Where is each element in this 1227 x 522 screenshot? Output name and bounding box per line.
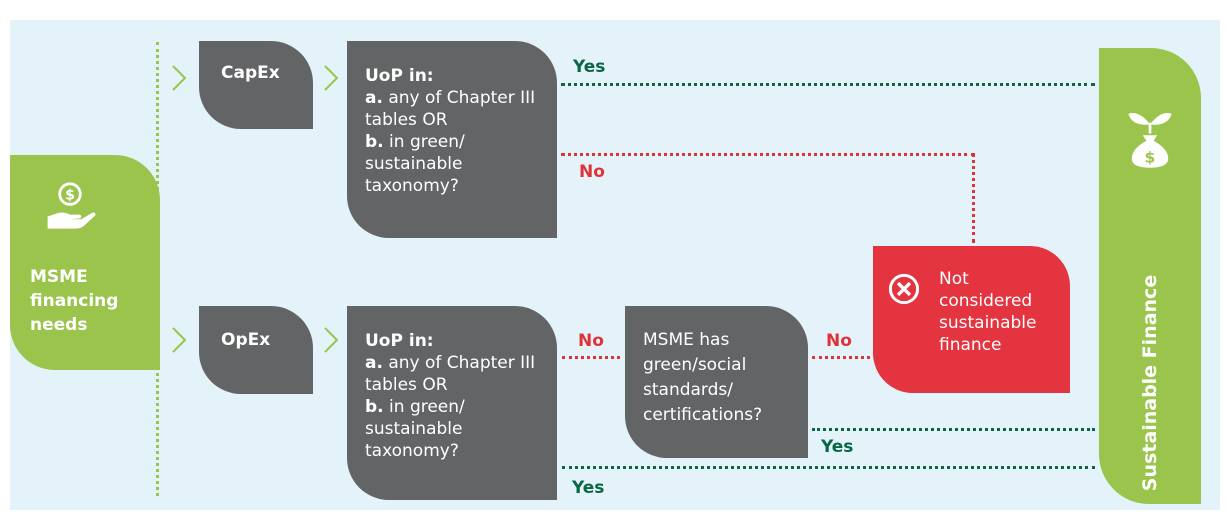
uop-question-box-opex: UoP in: a. any of Chapter III tables OR … <box>347 306 557 500</box>
yes-label: Yes <box>572 478 605 498</box>
uop-b-prefix: b. <box>365 397 384 417</box>
standards-question-box: MSME has green/social standards/ certifi… <box>625 306 808 458</box>
connector-line <box>562 466 1095 469</box>
no-label: No <box>826 331 852 351</box>
uop-b-text: in green/ sustainable taxonomy? <box>365 132 465 196</box>
svg-text:$: $ <box>65 188 75 204</box>
uop-a-text: any of Chapter III tables OR <box>365 88 536 130</box>
chevron-right-icon <box>324 65 339 91</box>
chevron-right-icon <box>172 327 187 353</box>
svg-text:$: $ <box>1145 148 1156 166</box>
start-label: MSME financing needs <box>30 267 119 335</box>
uop-a-prefix: a. <box>365 88 383 108</box>
connector-line <box>812 356 870 359</box>
uop-title: UoP in: <box>365 66 434 86</box>
chevron-right-icon <box>324 327 339 353</box>
no-label: No <box>578 331 604 351</box>
sustainable-finance-label: Sustainable Finance <box>1139 274 1161 492</box>
not-sustainable-box: Not considered sustainable finance <box>873 246 1070 393</box>
no-label: No <box>579 162 605 182</box>
connector-line <box>561 83 1095 86</box>
dollar-in-hand-icon: $ <box>47 182 96 229</box>
yes-label: Yes <box>573 57 606 77</box>
uop-title: UoP in: <box>365 331 434 351</box>
chevron-right-icon <box>172 65 187 91</box>
uop-a-prefix: a. <box>365 353 383 373</box>
capex-label: CapEx <box>221 63 280 83</box>
connector-line <box>561 153 975 156</box>
connector-line <box>972 153 975 243</box>
sustainable-finance-box: $ Sustainable Finance <box>1099 48 1201 504</box>
uop-b-text: in green/ sustainable taxonomy? <box>365 397 465 461</box>
standards-text: MSME has green/social standards/ certifi… <box>643 330 763 425</box>
start-box: $ MSME financing needs <box>10 155 160 370</box>
uop-a-text: any of Chapter III tables OR <box>365 353 536 395</box>
cross-circle-icon <box>888 273 920 305</box>
plant-money-bag-icon: $ <box>1128 112 1172 168</box>
uop-question-box-capex: UoP in: a. any of Chapter III tables OR … <box>347 41 557 238</box>
connector-line <box>812 428 1095 431</box>
opex-label: OpEx <box>221 330 271 350</box>
opex-box: OpEx <box>199 306 313 394</box>
connector-line <box>562 356 620 359</box>
uop-b-prefix: b. <box>365 132 384 152</box>
not-sustainable-text: Not considered sustainable finance <box>939 269 1037 355</box>
capex-box: CapEx <box>199 41 313 129</box>
yes-label: Yes <box>821 437 854 457</box>
